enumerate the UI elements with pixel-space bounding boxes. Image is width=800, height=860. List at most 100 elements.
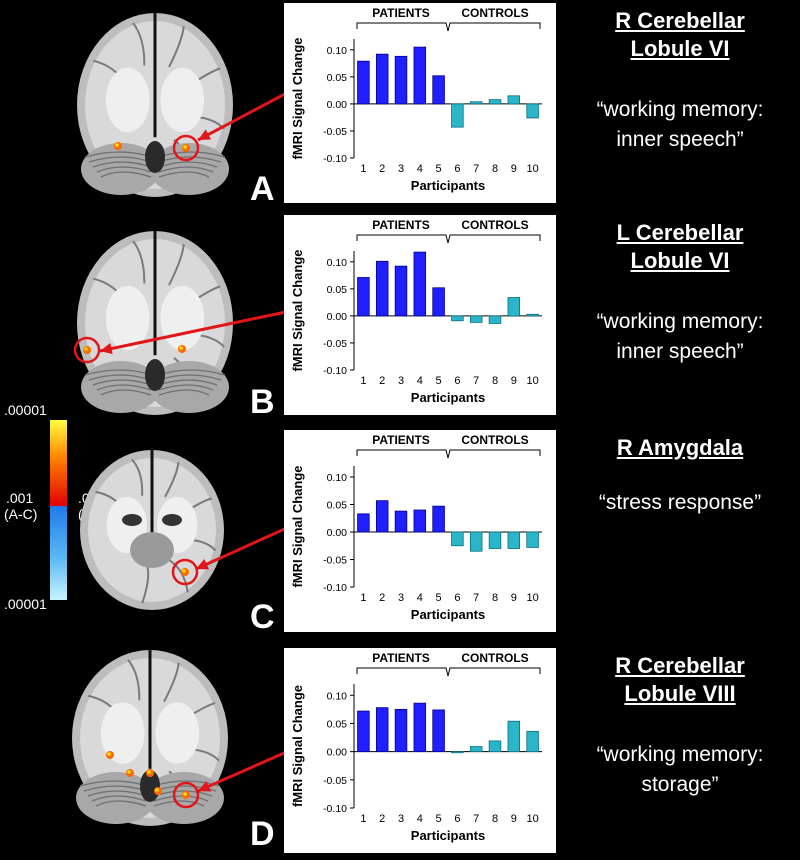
bar-patients-2 <box>375 500 389 533</box>
x-tick-label: 9 <box>511 813 517 825</box>
y-tick-label: -0.05 <box>323 555 347 567</box>
bar-patients-3 <box>394 510 408 533</box>
x-tick-label: 5 <box>436 592 442 604</box>
bar-patients-2 <box>375 260 389 317</box>
y-tick-label: -0.05 <box>323 126 347 138</box>
x-tick-label: 4 <box>417 163 423 175</box>
bar-controls-6 <box>451 751 464 754</box>
group-label-controls: CONTROLS <box>461 433 528 447</box>
group-label-patients: PATIENTS <box>372 651 430 665</box>
x-axis-label: Participants <box>411 828 485 843</box>
bar-controls-6 <box>451 103 464 128</box>
bar-patients-3 <box>394 55 408 105</box>
region-title-line2: Lobule VIII <box>624 681 736 706</box>
x-axis-label: Participants <box>411 607 485 622</box>
x-tick-label: 7 <box>473 375 479 387</box>
roi-circle <box>171 558 199 586</box>
panel-letter: D <box>250 815 275 853</box>
y-tick-label: 0.05 <box>327 284 348 296</box>
x-tick-label: 6 <box>454 813 460 825</box>
group-label-patients: PATIENTS <box>372 433 430 447</box>
bar-patients-1 <box>357 710 370 753</box>
group-label-controls: CONTROLS <box>461 651 528 665</box>
bar-controls-8 <box>488 740 502 753</box>
x-tick-label: 2 <box>379 375 385 387</box>
x-tick-label: 8 <box>492 813 498 825</box>
colorbar-bottom-label: .00001 <box>4 596 47 612</box>
x-tick-label: 2 <box>379 592 385 604</box>
x-tick-label: 1 <box>360 163 366 175</box>
x-tick-label: 5 <box>436 375 442 387</box>
y-tick-label: 0.05 <box>327 500 348 512</box>
function-quote-line2: storage” <box>641 773 719 796</box>
y-axis-label: fMRI Signal Change <box>290 465 305 587</box>
bar-controls-6 <box>451 315 464 322</box>
bar-patients-2 <box>375 707 389 753</box>
function-quote-line1: “working memory: <box>596 310 764 333</box>
region-title-line2: Lobule VI <box>630 36 730 61</box>
arrow-head <box>100 343 113 355</box>
bar-patients-4 <box>413 251 427 317</box>
y-tick-label: 0.00 <box>327 311 348 323</box>
x-tick-label: 3 <box>398 375 404 387</box>
x-tick-label: 7 <box>473 813 479 825</box>
function-quote: “working memory:inner speech” <box>560 95 800 155</box>
y-tick-label: 0.00 <box>327 527 348 539</box>
function-quote-line1: “working memory: <box>596 743 764 766</box>
y-tick-label: 0.10 <box>327 257 348 269</box>
bar-controls-9 <box>507 297 521 317</box>
y-tick-label: 0.00 <box>327 99 348 111</box>
panel-letter: C <box>250 598 275 636</box>
roi-circle <box>73 336 101 364</box>
x-axis-label: Participants <box>411 178 485 193</box>
x-tick-label: 10 <box>526 813 538 825</box>
bar-patients-5 <box>432 709 445 753</box>
region-title-line1: R Cerebellar <box>615 8 745 33</box>
x-tick-label: 6 <box>454 375 460 387</box>
x-tick-label: 5 <box>436 813 442 825</box>
arrow-head <box>198 781 211 792</box>
bar-controls-10 <box>526 730 539 753</box>
group-label-patients: PATIENTS <box>372 218 430 232</box>
region-title: R Amygdala <box>560 434 800 462</box>
x-tick-label: 1 <box>360 592 366 604</box>
colorbar-left-mid-sub: (A-C) <box>4 506 38 522</box>
bar-patients-1 <box>357 60 370 105</box>
y-tick-label: 0.10 <box>327 472 348 484</box>
x-tick-label: 4 <box>417 375 423 387</box>
x-tick-label: 10 <box>526 375 538 387</box>
x-tick-label: 4 <box>417 813 423 825</box>
roi-circle <box>172 134 200 162</box>
x-tick-label: 3 <box>398 813 404 825</box>
bar-controls-7 <box>469 746 483 753</box>
bar-controls-8 <box>488 315 502 324</box>
bar-controls-6 <box>451 531 464 547</box>
pointer-arrow <box>197 744 301 793</box>
x-tick-label: 7 <box>473 592 479 604</box>
x-tick-label: 8 <box>492 592 498 604</box>
x-tick-label: 9 <box>511 592 517 604</box>
bar-patients-4 <box>413 509 427 533</box>
group-bracket <box>356 22 541 32</box>
panel-letter: B <box>250 383 275 421</box>
pointer-arrow <box>195 520 301 571</box>
bar-controls-10 <box>526 313 539 317</box>
bar-patients-3 <box>394 265 408 317</box>
bar-patients-1 <box>357 513 370 533</box>
y-tick-label: 0.05 <box>327 718 348 730</box>
bar-patients-5 <box>432 287 445 317</box>
y-tick-label: -0.05 <box>323 338 347 350</box>
bar-patients-2 <box>375 53 389 105</box>
bar-controls-10 <box>526 103 539 119</box>
function-quote-line1: “working memory: <box>596 98 764 121</box>
colorbar-top-label: .00001 <box>4 402 47 418</box>
bar-patients-4 <box>413 46 427 105</box>
bar-controls-8 <box>488 99 502 105</box>
bar-patients-4 <box>413 702 427 753</box>
